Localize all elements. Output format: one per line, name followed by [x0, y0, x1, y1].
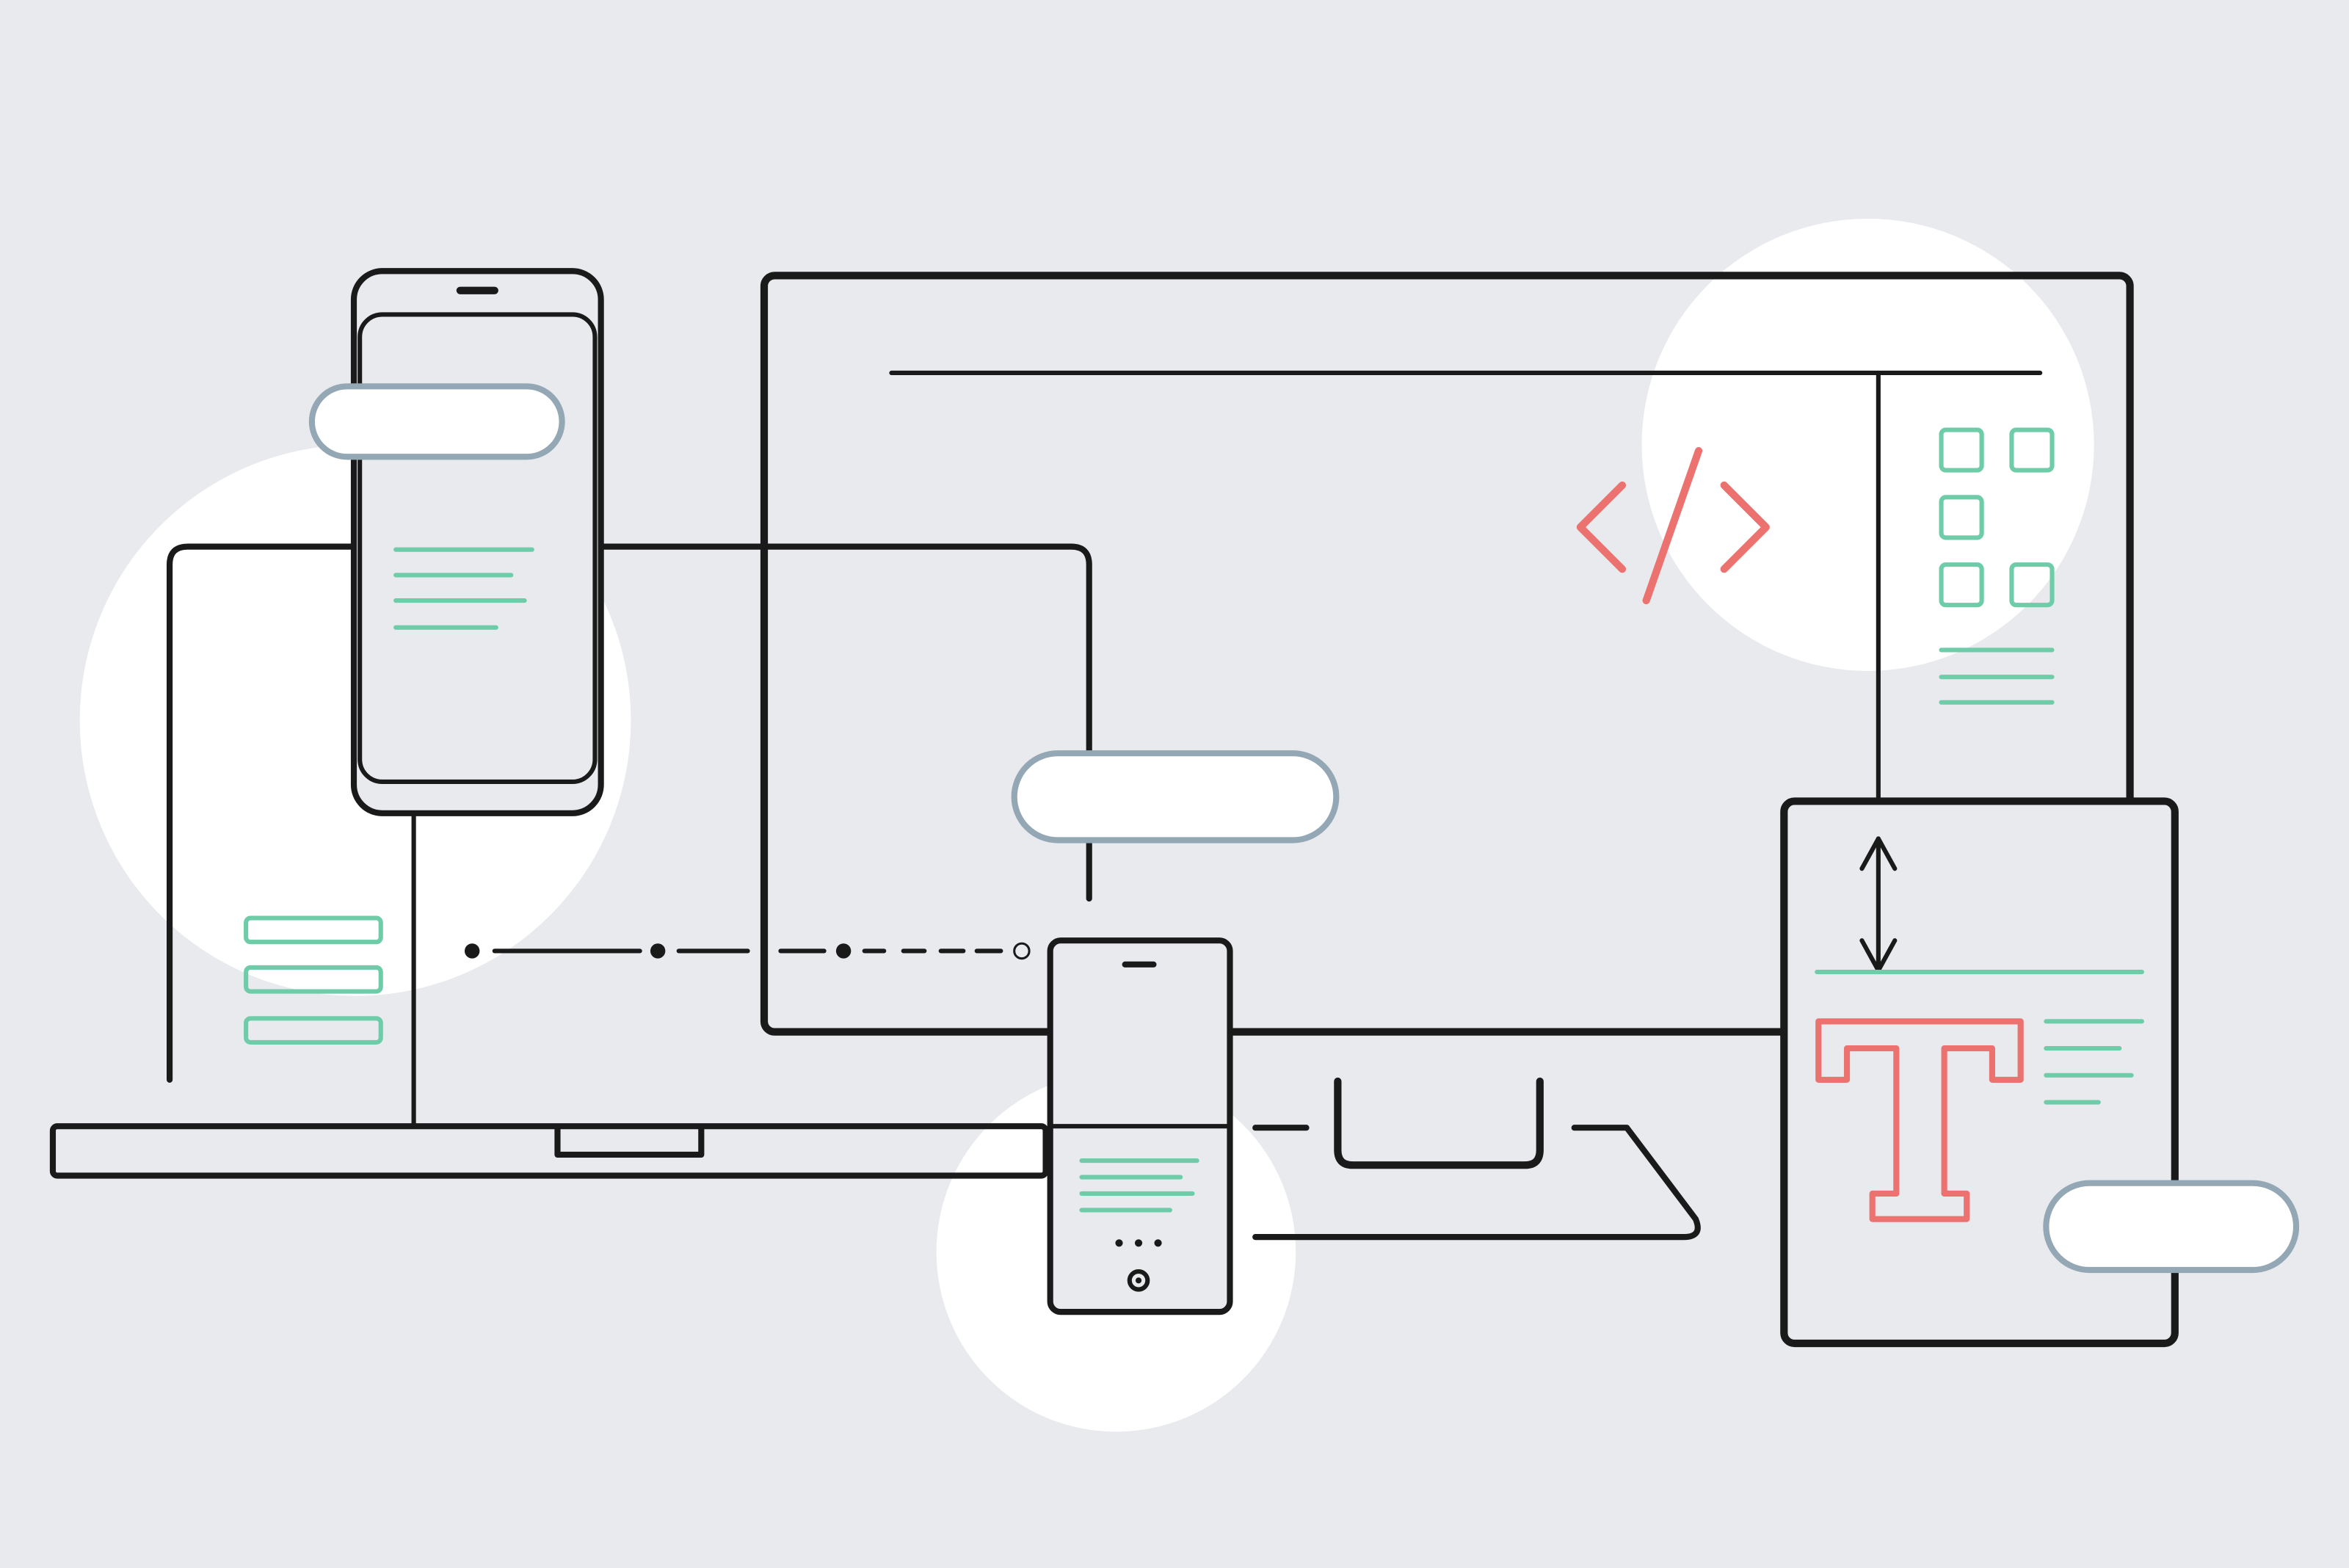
grid-square — [1939, 495, 1984, 540]
left-list-blocks — [244, 915, 383, 1045]
circle-top-right — [1641, 218, 2094, 671]
home-button-center — [1135, 1277, 1142, 1284]
pill-center — [1011, 750, 1340, 843]
resize-arrow-head-top — [1859, 836, 1898, 871]
list-block — [244, 915, 383, 945]
pill-bottom-right — [2043, 1180, 2300, 1274]
timeline-dot — [464, 943, 480, 959]
laptop-trackpad-notch — [554, 1126, 705, 1158]
more-dots-icon — [1134, 1239, 1143, 1247]
monitor-cable — [1252, 1125, 1701, 1241]
code-bracket-left — [1576, 481, 1627, 573]
desktop-monitor — [760, 272, 2134, 1241]
home-button-icon — [1127, 1268, 1150, 1292]
phone-small — [1047, 937, 1233, 1315]
progress-timeline — [464, 942, 1031, 960]
pill-shapes — [308, 383, 2300, 1274]
monitor-stand — [1334, 1077, 1544, 1169]
list-block — [244, 1016, 383, 1045]
app-grid-icon — [1939, 427, 2055, 705]
list-block — [244, 965, 383, 994]
timeline-dot — [835, 943, 852, 959]
grid-square — [1939, 562, 1984, 608]
grid-square — [2009, 427, 2055, 473]
code-slash — [1642, 446, 1703, 605]
grid-square — [2009, 562, 2055, 608]
phone-large — [350, 268, 604, 816]
phone-large-frame — [350, 268, 604, 816]
laptop-base — [49, 1123, 1049, 1179]
timeline-dot — [650, 943, 666, 959]
more-dots-icon — [1115, 1239, 1123, 1247]
grid-square — [1939, 427, 1984, 473]
laptop-screen-outline — [167, 543, 1092, 1084]
more-dots-icon — [1154, 1239, 1162, 1247]
phone-large-text-lines — [393, 547, 534, 630]
typography-icon — [1815, 1018, 2024, 1222]
code-bracket-right — [1720, 481, 1770, 573]
phone-large-screen — [357, 312, 598, 784]
monitor-frame — [760, 272, 2134, 1036]
code-icon — [1576, 446, 1770, 605]
laptop — [49, 543, 1092, 1179]
pill-top-left — [308, 383, 565, 460]
timeline-dot-empty — [1013, 942, 1031, 960]
